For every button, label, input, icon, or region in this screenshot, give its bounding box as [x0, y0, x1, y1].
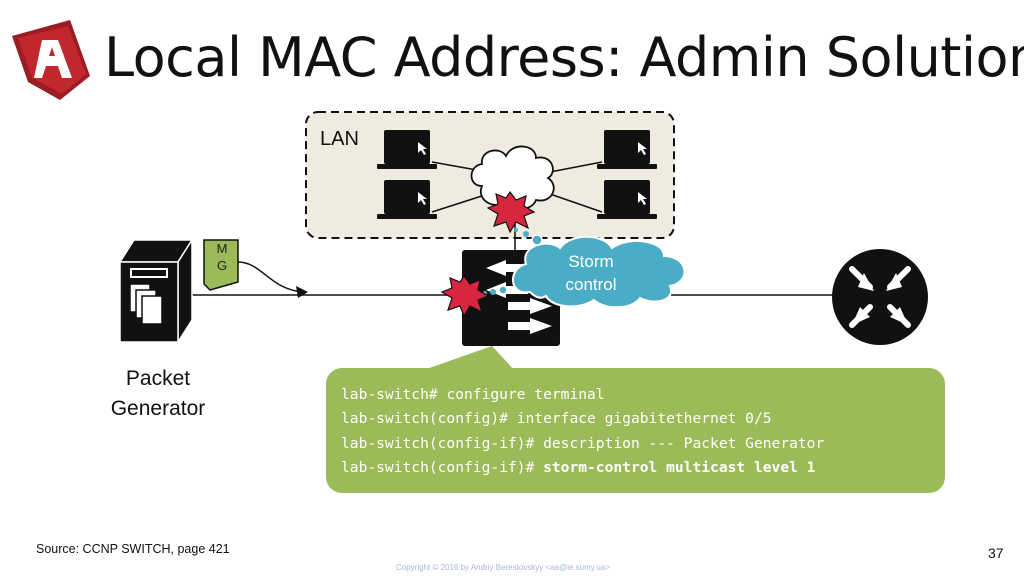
packet-arrow [237, 261, 305, 293]
laptop-icon [377, 180, 437, 219]
code-command-bold: storm-control multicast level 1 [543, 458, 816, 476]
code-line: lab-switch# configure terminal [341, 383, 945, 407]
burst-icon [486, 190, 536, 234]
laptop-icon [597, 180, 657, 219]
page-number: 37 [988, 545, 1004, 561]
source-citation: Source: CCNP SWITCH, page 421 [36, 542, 230, 556]
packet-generator-label: Packet Generator [96, 364, 220, 424]
packet-generator-line-2: Generator [110, 397, 206, 420]
packet-generator-line-1: Packet [125, 367, 191, 390]
storm-control-line-2: control [565, 275, 617, 294]
code-command: configure terminal [446, 386, 605, 403]
packet-generator-icon [118, 237, 194, 345]
lan-label: LAN [320, 128, 359, 150]
router-icon [832, 249, 928, 345]
laptop-icon [597, 130, 657, 169]
storm-cloud [483, 228, 686, 309]
packet-tag-icon [203, 239, 239, 291]
config-code-box: lab-switch# configure terminal lab-switc… [326, 368, 945, 493]
code-line: lab-switch(config-if)# description --- P… [341, 432, 945, 456]
code-line: lab-switch(config-if)# storm-control mul… [341, 456, 945, 480]
laptop-icon [377, 130, 437, 169]
burst-icon [440, 274, 490, 318]
logo-icon [12, 20, 90, 100]
storm-control-label: Storm control [540, 250, 642, 296]
code-line: lab-switch(config)# interface gigabiteth… [341, 407, 945, 431]
code-prompt: lab-switch(config)# [341, 410, 517, 428]
code-prompt: lab-switch(config-if)# [341, 458, 544, 476]
copyright-note: Copyright © 2016 by Andriy Berestovskyy … [396, 563, 610, 572]
slide-title: Local MAC Address: Admin Solution [104, 26, 1024, 89]
mg-tag-line-2: G [216, 258, 228, 273]
mg-tag-line-1: M [216, 241, 228, 256]
callout-pointer [418, 346, 516, 372]
code-command: interface gigabitethernet 0/5 [516, 410, 772, 428]
code-command: description --- Packet Generator [543, 434, 825, 452]
code-prompt: lab-switch(config-if)# [341, 434, 544, 452]
mg-tag-label: M G [213, 240, 231, 274]
code-prompt: lab-switch# [341, 386, 447, 403]
storm-control-line-1: Storm [568, 252, 614, 271]
arrow-head [296, 286, 308, 298]
